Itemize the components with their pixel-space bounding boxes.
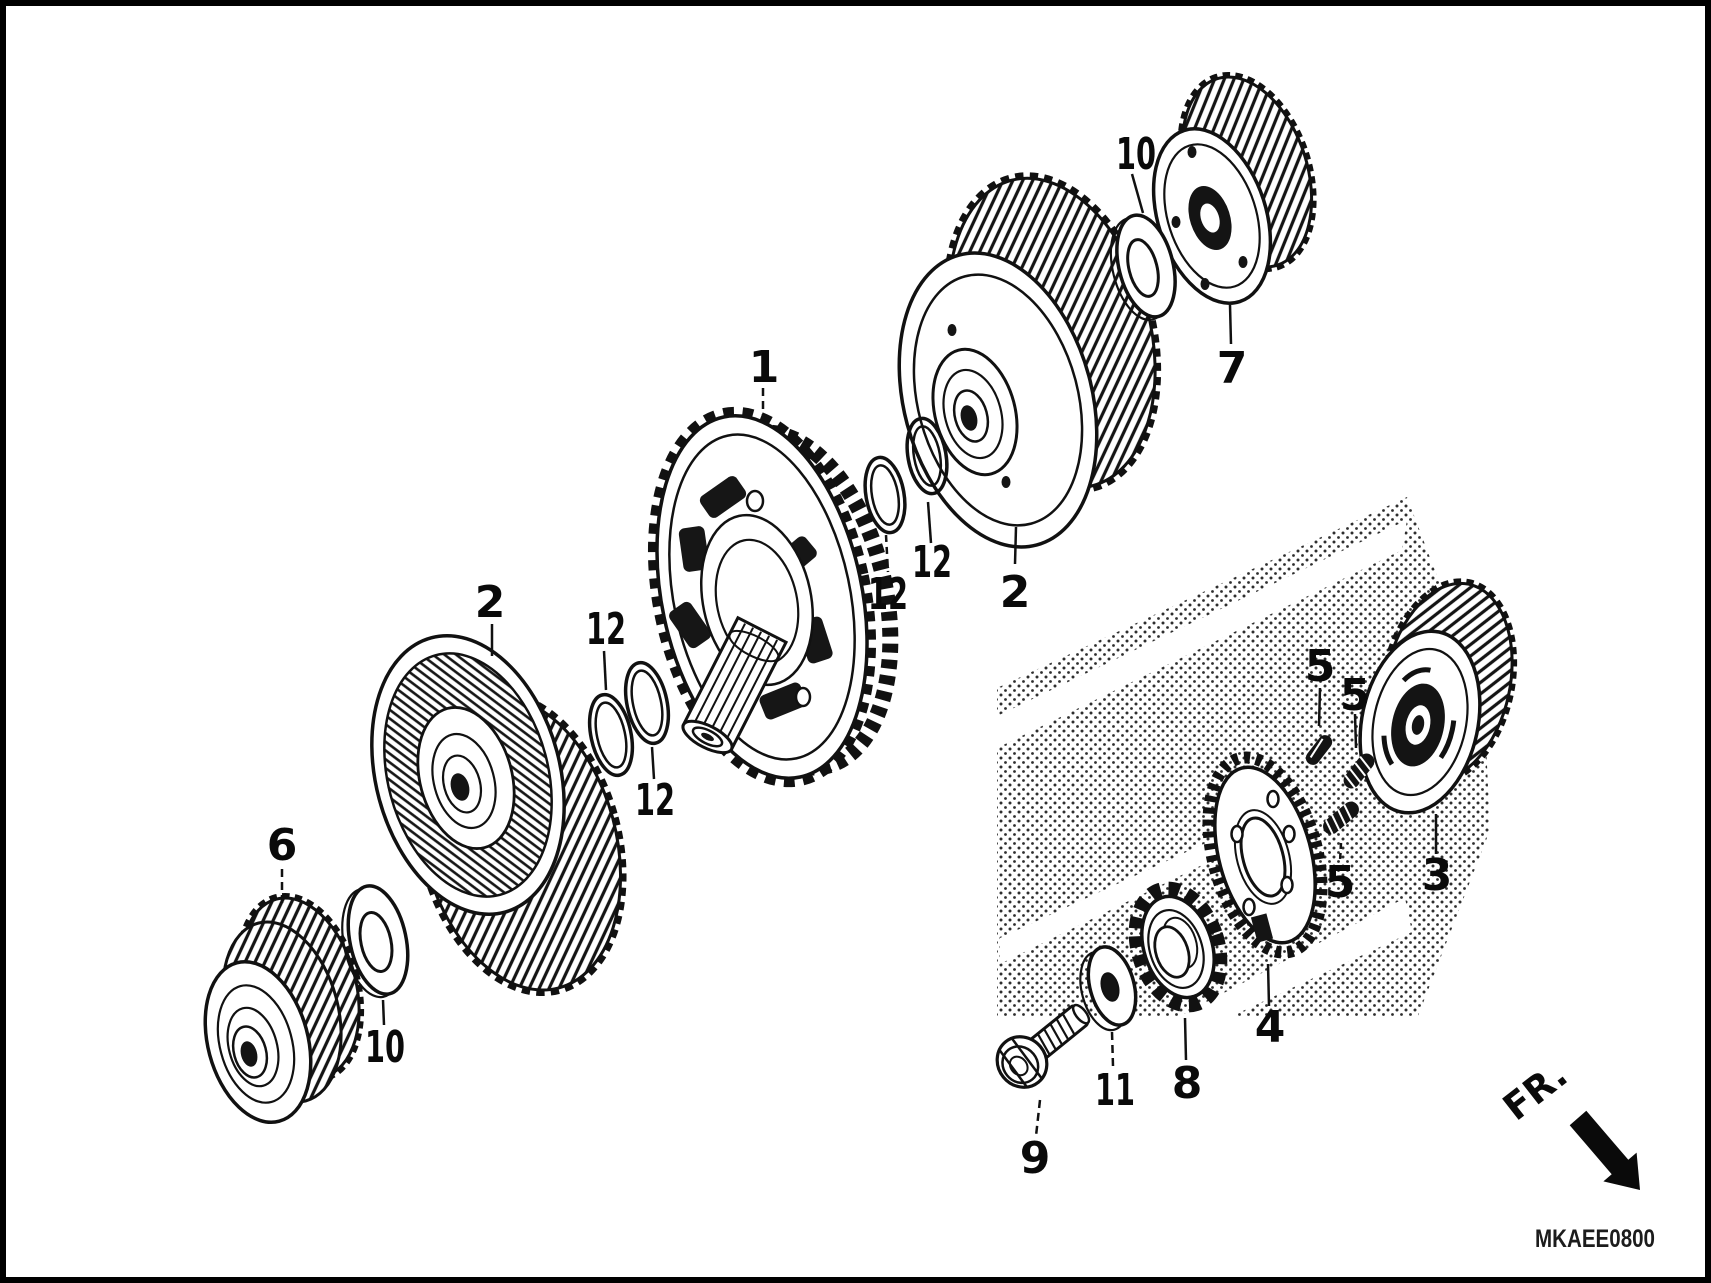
part-9-flange-bolt — [995, 1003, 1091, 1089]
callout-9: 9 — [1020, 1133, 1051, 1184]
part-4-sprocket — [1202, 751, 1328, 959]
diagram-code: MKAEE0800 — [1535, 1225, 1655, 1253]
callout-3: 3 — [1422, 850, 1453, 901]
callout-leader-lines — [280, 173, 1438, 1137]
stipple-shading-region — [997, 497, 1490, 1016]
part-6-gear — [203, 892, 365, 1125]
callout-6: 6 — [267, 820, 298, 871]
callout-2-left: 2 — [475, 577, 506, 628]
callout-5-a: 5 — [1305, 641, 1336, 692]
callout-5-b: 5 — [1340, 670, 1371, 721]
part-7-clutch-center-gear — [1151, 71, 1317, 305]
callout-1: 1 — [749, 342, 780, 393]
callout-12-b: 12 — [912, 537, 952, 588]
callout-7: 7 — [1217, 343, 1248, 394]
callout-4: 4 — [1255, 1002, 1286, 1053]
callout-5-c: 5 — [1325, 857, 1356, 908]
callout-10-left: 10 — [365, 1022, 405, 1073]
callout-12-c: 12 — [586, 604, 626, 655]
part-1-primary-drive-gear — [647, 406, 899, 788]
part-11-washer — [1079, 945, 1138, 1032]
callout-11: 11 — [1095, 1065, 1135, 1116]
part-5-spring-a — [1343, 753, 1375, 790]
callout-2-right: 2 — [1000, 567, 1031, 618]
part-5-detent-pin — [1305, 735, 1333, 765]
part-5-spring-b — [1323, 801, 1359, 836]
part-2-clutch-outer-left — [370, 634, 627, 997]
callout-labels: 1 10 7 2 12 12 2 12 12 6 10 9 11 8 4 5 5… — [267, 129, 1453, 1184]
part-2-clutch-outer-right — [897, 172, 1162, 549]
callout-12-d: 12 — [635, 775, 675, 826]
part-3-driven-gear — [1358, 578, 1518, 815]
gear-spline-shaft — [681, 615, 789, 755]
callout-10-top: 10 — [1116, 129, 1156, 180]
fr-direction-arrow-icon — [1569, 1110, 1640, 1190]
callout-8: 8 — [1172, 1058, 1203, 1109]
part-8-castellated-collar — [1128, 881, 1228, 1013]
part-12-snap-rings — [587, 416, 949, 778]
part-10-washer-left — [341, 884, 410, 999]
part-10-washer-top — [1109, 213, 1177, 321]
callout-12-a: 12 — [868, 569, 908, 620]
